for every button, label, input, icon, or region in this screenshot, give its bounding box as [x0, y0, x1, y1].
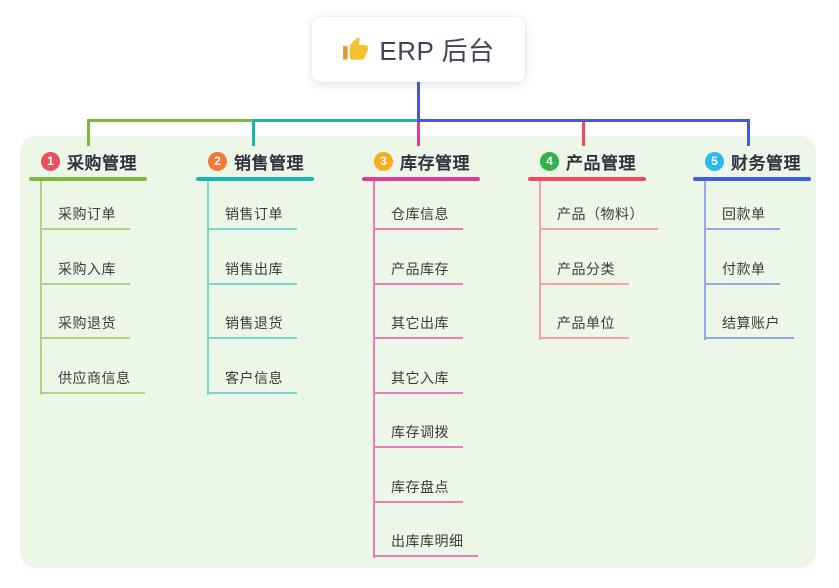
- branch-label: 库存管理: [400, 153, 470, 173]
- branch-header-3[interactable]: 3 库存管理: [374, 151, 470, 173]
- branch-label: 产品管理: [566, 153, 636, 173]
- child-node-2-2[interactable]: 销售出库: [207, 260, 297, 285]
- child-node-1-1[interactable]: 采购订单: [40, 205, 130, 230]
- connector-mid-segment: [252, 119, 419, 122]
- root-node[interactable]: ERP 后台: [312, 17, 525, 82]
- branch-drop-line-2: [252, 119, 255, 146]
- branch-tree-line: [539, 181, 541, 340]
- branch-underline: [693, 177, 811, 181]
- branch-tree-line: [704, 181, 706, 340]
- branch-header-2[interactable]: 2 销售管理: [208, 151, 304, 173]
- child-node-1-4[interactable]: 供应商信息: [40, 369, 145, 394]
- child-node-3-3[interactable]: 其它出库: [373, 314, 463, 339]
- child-node-3-7[interactable]: 出库库明细: [373, 532, 478, 557]
- branch-label: 销售管理: [234, 153, 304, 173]
- branch-underline: [362, 177, 480, 181]
- branch-tree-line: [207, 181, 209, 395]
- child-node-3-1[interactable]: 仓库信息: [373, 205, 463, 230]
- child-node-3-4[interactable]: 其它入库: [373, 369, 463, 394]
- child-node-5-1[interactable]: 回款单: [704, 205, 780, 230]
- branch-number-badge: 3: [374, 151, 393, 171]
- child-node-4-3[interactable]: 产品单位: [539, 314, 629, 339]
- branch-number-badge: 5: [705, 151, 724, 171]
- branch-drop-line-5: [747, 119, 750, 146]
- branch-number-badge: 4: [540, 151, 559, 171]
- child-node-2-4[interactable]: 客户信息: [207, 369, 297, 394]
- child-node-2-1[interactable]: 销售订单: [207, 205, 297, 230]
- branch-tree-line: [373, 181, 375, 558]
- child-node-5-2[interactable]: 付款单: [704, 260, 780, 285]
- thumbs-up-icon: [342, 36, 369, 63]
- branch-drop-line-3: [417, 119, 420, 146]
- branch-header-4[interactable]: 4 产品管理: [540, 151, 636, 173]
- child-node-2-3[interactable]: 销售退货: [207, 314, 297, 339]
- branch-underline: [528, 177, 646, 181]
- connector-right-segment: [417, 119, 750, 122]
- branch-number-badge: 1: [41, 151, 60, 171]
- child-node-4-2[interactable]: 产品分类: [539, 260, 629, 285]
- child-node-3-5[interactable]: 库存调拨: [373, 423, 463, 448]
- child-node-4-1[interactable]: 产品（物料）: [539, 205, 658, 230]
- branch-drop-line-1: [87, 119, 90, 146]
- branch-header-5[interactable]: 5 财务管理: [705, 151, 801, 173]
- branch-underline: [29, 177, 147, 181]
- child-node-3-2[interactable]: 产品库存: [373, 260, 463, 285]
- branch-label: 采购管理: [67, 153, 137, 173]
- child-node-5-3[interactable]: 结算账户: [704, 314, 794, 339]
- branch-header-1[interactable]: 1 采购管理: [41, 151, 137, 173]
- branch-number-badge: 2: [208, 151, 227, 171]
- child-node-3-6[interactable]: 库存盘点: [373, 478, 463, 503]
- child-node-1-2[interactable]: 采购入库: [40, 260, 130, 285]
- root-label: ERP 后台: [379, 36, 495, 66]
- branch-drop-line-4: [582, 119, 585, 146]
- branch-tree-line: [40, 181, 42, 395]
- branches-panel: [20, 136, 816, 568]
- branch-label: 财务管理: [731, 153, 801, 173]
- branch-underline: [196, 177, 314, 181]
- connector-left-segment: [87, 119, 254, 122]
- root-connector-vertical: [417, 82, 420, 120]
- child-node-1-3[interactable]: 采购退货: [40, 314, 130, 339]
